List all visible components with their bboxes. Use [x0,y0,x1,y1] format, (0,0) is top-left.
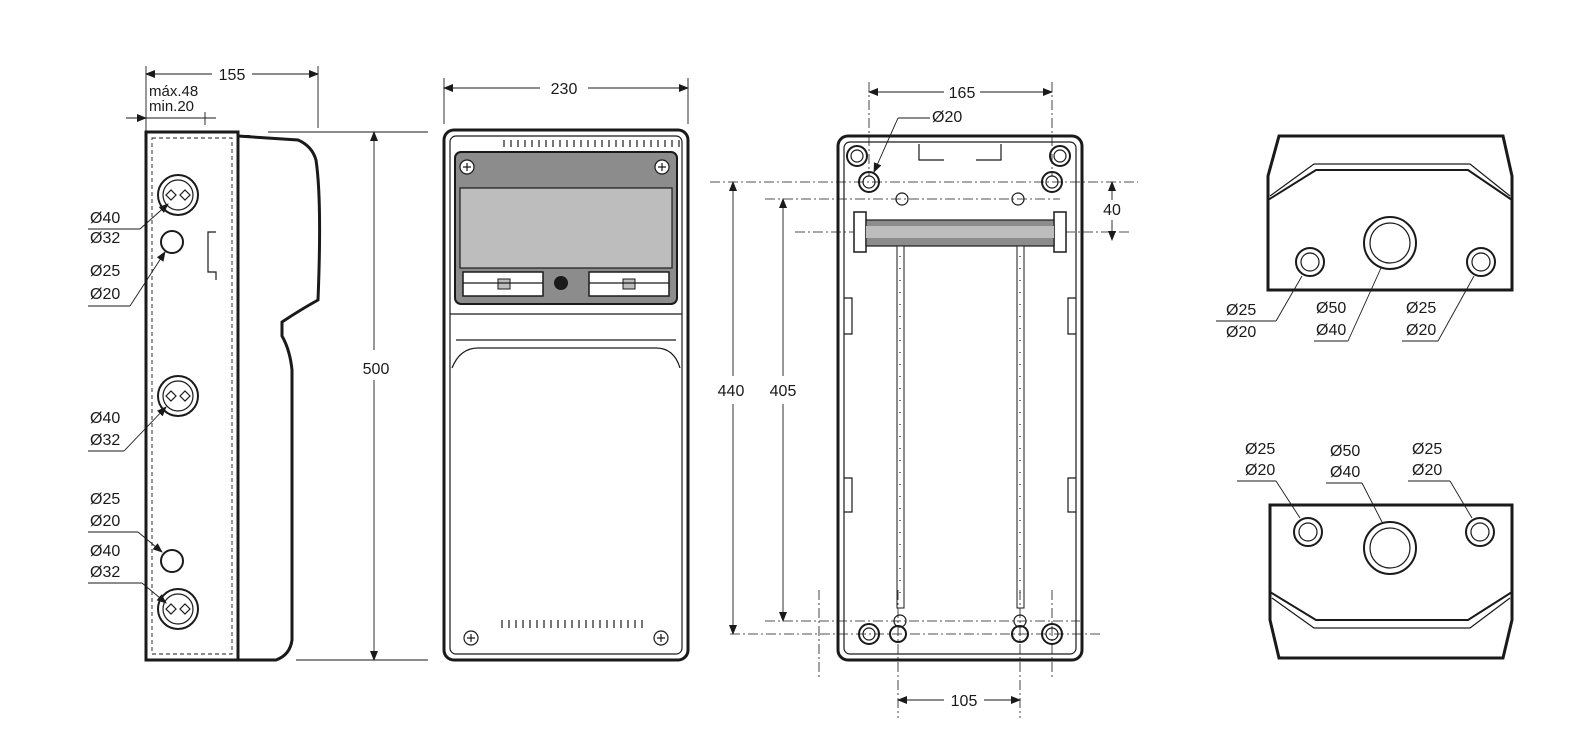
back-view: 165 Ø20 [710,82,1138,718]
side-knockout-3 [157,375,199,417]
top-left-label-a: Ø25 [1226,302,1256,319]
front-width-label: 230 [551,81,578,98]
front-bottom-vents [501,620,643,628]
side-knockout-3-label-a: Ø40 [90,410,120,427]
front-lock-icon [554,276,568,290]
front-body [442,128,690,662]
top-knockout-left [1295,247,1325,277]
side-min-label: min.20 [149,98,194,115]
side-knockout-2 [160,230,184,254]
top-left-label-b: Ø20 [1226,324,1256,341]
bottom-left-label-b: Ø20 [1245,462,1275,479]
top-center-label-a: Ø50 [1316,300,1346,317]
side-height-label: 500 [363,361,390,378]
side-knockout-5 [157,588,199,630]
side-knockout-2-label-a: Ø25 [90,263,120,280]
side-knockout-1 [157,174,199,216]
bottom-center-label-a: Ø50 [1330,443,1360,460]
bottom-view-body [1268,503,1514,660]
side-knockout-5-label-a: Ø40 [90,543,120,560]
top-center-label-b: Ø40 [1316,322,1346,339]
side-view: 155 máx.48 min.20 [88,66,428,662]
side-knockout-4-label-a: Ø25 [90,491,120,508]
back-hole-diameter-label: Ø20 [932,109,962,126]
front-top-vents [503,140,680,147]
top-view-body [1266,134,1514,292]
side-knockout-4 [160,549,184,573]
side-depth-label: 155 [219,67,246,84]
top-right-label-b: Ø20 [1406,322,1436,339]
bottom-knockout-center [1363,521,1417,575]
bottom-left-label-a: Ø25 [1245,441,1275,458]
back-hole-spacing-label: 165 [949,85,976,102]
side-knockout-5-label-b: Ø32 [90,564,120,581]
bottom-knockout-right [1465,517,1495,547]
side-knockout-4-label-b: Ø20 [90,513,120,530]
bottom-knockout-left [1293,517,1323,547]
side-knockout-3-label-b: Ø32 [90,432,120,449]
side-knockout-1-label-b: Ø32 [90,230,120,247]
top-view: Ø25 Ø20 Ø50 Ø40 Ø25 Ø20 [1216,134,1514,342]
bottom-right-label-b: Ø20 [1412,462,1442,479]
back-rail-pitch-label: 40 [1103,202,1121,219]
back-body [836,134,1084,662]
back-rail-perforations [899,256,1021,593]
top-knockout-right [1466,247,1496,277]
back-bottom-spacing-label: 105 [951,693,978,710]
back-height-inner-label: 405 [770,383,797,400]
bottom-center-label-b: Ø40 [1330,464,1360,481]
bottom-view: Ø25 Ø20 Ø50 Ø40 Ø25 Ø20 [1237,441,1514,660]
bottom-right-label-a: Ø25 [1412,441,1442,458]
side-cover-profile [237,134,322,662]
side-max-label: máx.48 [149,83,198,100]
front-view: 230 [442,78,690,662]
top-right-label-a: Ø25 [1406,300,1436,317]
side-body [144,130,240,662]
side-knockout-2-label-b: Ø20 [90,286,120,303]
back-height-outer-label: 440 [718,383,745,400]
front-window-glass [459,187,673,269]
side-knockout-1-label-a: Ø40 [90,210,120,227]
top-knockout-center [1363,216,1417,270]
